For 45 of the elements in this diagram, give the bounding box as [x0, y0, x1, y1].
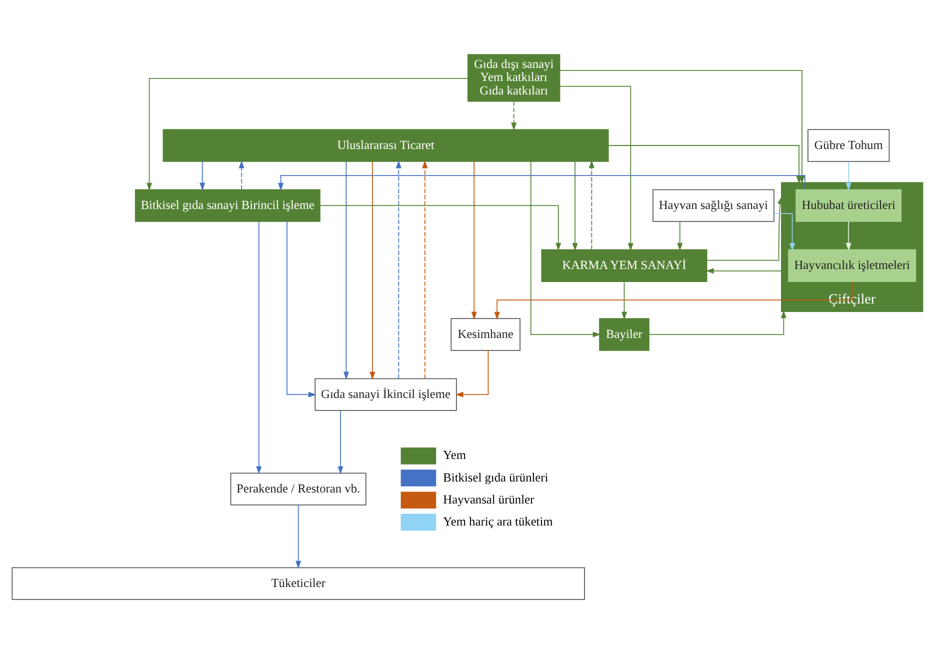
arrow: [396, 160, 402, 380]
node-box: Gıda sanayi İkincil işleme: [314, 378, 457, 411]
arrow: [296, 504, 302, 569]
arrow: [238, 160, 244, 190]
legend-label: Yem: [443, 448, 466, 462]
arrow: [706, 268, 782, 274]
arrow: [256, 221, 262, 474]
node-box: Uluslararası Ticaret: [162, 129, 609, 162]
arrow: [588, 160, 594, 250]
arrow: [677, 221, 683, 251]
node-box: Hububat üreticileri: [796, 189, 902, 222]
arrow: [846, 161, 852, 191]
arrow: [621, 281, 628, 320]
arrow: [846, 221, 852, 251]
node-box: Kesimhane: [450, 318, 520, 351]
arrow: [200, 161, 206, 191]
legend-label: Yem hariç ara tüketim: [443, 514, 553, 528]
arrow: [471, 161, 477, 320]
arrow: [370, 161, 376, 380]
arrow: [146, 78, 468, 191]
arrow: [455, 350, 489, 398]
node-box: Perakende / Restoran vb.: [230, 472, 366, 506]
node-box: KARMA YEM SANAYİ: [541, 249, 708, 282]
arrow: [511, 101, 517, 131]
node-box: Gıda dışı sanayi Yem katkıları Gıda katkıları: [467, 54, 560, 102]
arrow: [422, 160, 428, 380]
node-box: Bayiler: [599, 318, 650, 351]
node-box: Bitkisel gıda sanayi Birincil işleme: [134, 189, 320, 222]
arrow: [286, 221, 316, 398]
node-box: Hayvancılık işletmeleri: [788, 249, 916, 282]
arrow: [343, 161, 349, 380]
node-box: Hayvan sağlığı sanayi: [652, 189, 774, 222]
node-box: Gübre Tohum: [808, 129, 890, 162]
arrow: [648, 310, 786, 335]
node-box: Tüketiciler: [12, 567, 585, 600]
arrow: [572, 161, 578, 251]
arrow: [494, 281, 853, 320]
arrow: [320, 205, 562, 251]
legend-label: Hayvansal ürünler: [443, 492, 534, 506]
arrow: [530, 161, 601, 338]
arrow: [774, 213, 796, 252]
arrow: [706, 196, 783, 261]
arrow: [560, 86, 634, 252]
legend-label: Bitkisel gıda ürünleri: [443, 470, 548, 484]
arrow: [338, 410, 344, 474]
